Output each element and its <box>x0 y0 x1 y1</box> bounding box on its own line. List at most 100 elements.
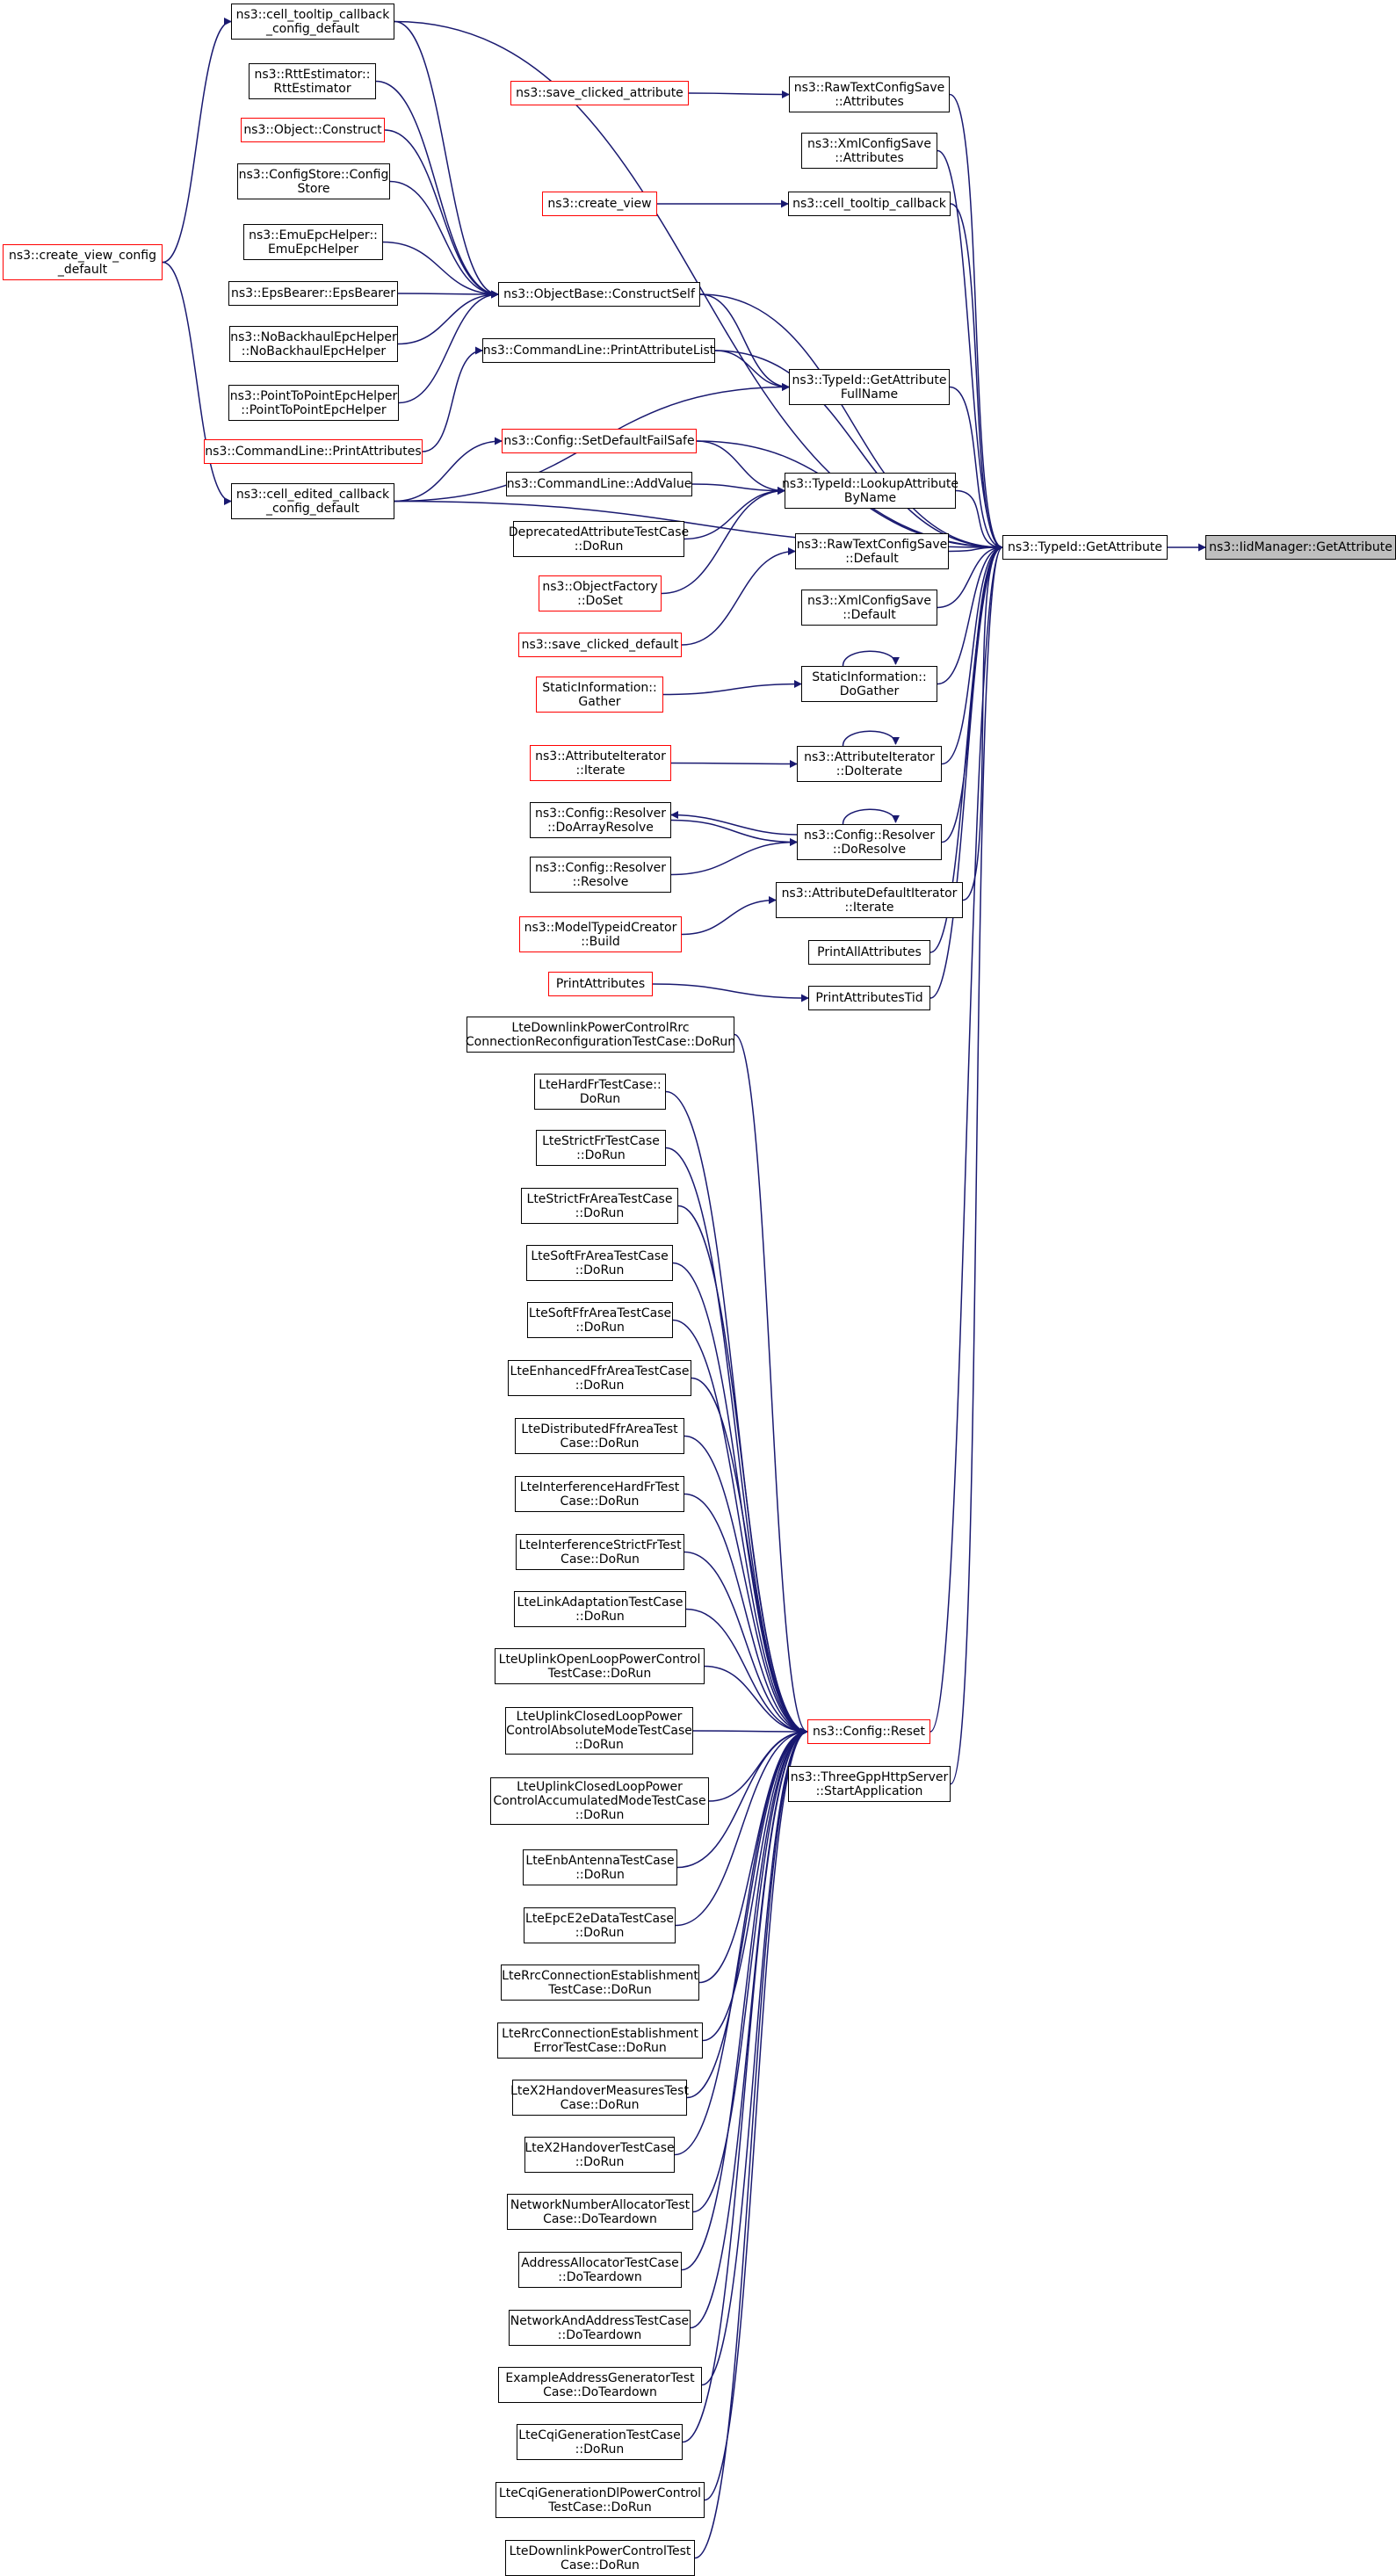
node-si_gather[interactable]: StaticInformation:: Gather <box>536 677 663 713</box>
node-ai_iter[interactable]: ns3::AttributeIterator ::Iterate <box>530 745 671 781</box>
node-t8[interactable]: LteDistributedFfrAreaTest Case::DoRun <box>515 1418 684 1454</box>
edge-t2-to-reset <box>665 1090 808 1736</box>
node-label: StaticInformation:: DoGather <box>812 669 927 698</box>
node-cvcd[interactable]: ns3::create_view_config _default <box>3 244 163 280</box>
node-datc[interactable]: DeprecatedAttributeTestCase ::DoRun <box>509 521 689 557</box>
node-rtcs_def[interactable]: ns3::RawTextConfigSave ::Default <box>795 533 949 569</box>
node-patid[interactable]: PrintAttributesTid <box>808 986 930 1010</box>
node-obcs[interactable]: ns3::ObjectBase::ConstructSelf <box>498 282 700 307</box>
node-t11[interactable]: LteLinkAdaptationTestCase ::DoRun <box>514 1591 686 1627</box>
edge-ctc-to-ga <box>950 203 1003 552</box>
node-label: DeprecatedAttributeTestCase ::DoRun <box>508 525 690 554</box>
node-label: ns3::TypeId::GetAttribute FullName <box>792 373 947 402</box>
node-ai_doiter[interactable]: ns3::AttributeIterator ::DoIterate <box>797 746 942 782</box>
node-t16[interactable]: LteEpcE2eDataTestCase ::DoRun <box>524 1907 676 1943</box>
node-t2[interactable]: LteHardFrTestCase:: DoRun <box>534 1074 666 1110</box>
node-ppeh[interactable]: ns3::PointToPointEpcHelper ::PointToPoin… <box>228 385 399 421</box>
edge-t11-to-reset <box>685 1608 808 1736</box>
node-pa[interactable]: PrintAttributes <box>548 972 653 996</box>
node-t26[interactable]: LteCqiGenerationDlPowerControl TestCase:… <box>495 2482 705 2518</box>
edge-sca-to-rtcs_attr <box>688 90 790 98</box>
node-label: ns3::cell_edited_callback _config_defaul… <box>235 487 390 516</box>
edge-clav-to-labn <box>691 483 785 495</box>
node-sdfs[interactable]: ns3::Config::SetDefaultFailSafe <box>502 429 697 453</box>
node-tghs[interactable]: ns3::ThreeGppHttpServer ::StartApplicati… <box>788 1766 951 1802</box>
node-ctc[interactable]: ns3::cell_tooltip_callback <box>788 192 951 216</box>
node-t21[interactable]: NetworkNumberAllocatorTest Case::DoTeard… <box>507 2194 693 2230</box>
node-clpal[interactable]: ns3::CommandLine::PrintAttributeList <box>482 338 715 363</box>
node-t9[interactable]: LteInterferenceHardFrTest Case::DoRun <box>515 1476 684 1512</box>
node-cv[interactable]: ns3::create_view <box>542 192 657 216</box>
node-t18[interactable]: LteRrcConnectionEstablishment ErrorTestC… <box>497 2022 703 2059</box>
node-t10[interactable]: LteInterferenceStrictFrTest Case::DoRun <box>516 1534 684 1570</box>
node-clav[interactable]: ns3::CommandLine::AddValue <box>506 472 692 496</box>
edge-ai_doiter-to-ga <box>941 543 1003 765</box>
node-labn[interactable]: ns3::TypeId::LookupAttribute ByName <box>782 473 958 509</box>
node-csc[interactable]: ns3::ConfigStore::Config Store <box>237 163 390 199</box>
node-t15[interactable]: LteEnbAntennaTestCase ::DoRun <box>523 1849 677 1885</box>
node-t24[interactable]: ExampleAddressGeneratorTest Case::DoTear… <box>498 2367 702 2403</box>
node-ctcd[interactable]: ns3::cell_tooltip_callback _config_defau… <box>231 4 394 40</box>
edge-patid-to-ga <box>929 543 1003 999</box>
node-ofds[interactable]: ns3::ObjectFactory ::DoSet <box>539 575 662 611</box>
node-scd[interactable]: ns3::save_clicked_default <box>518 633 682 657</box>
node-t6[interactable]: LteSoftFfrAreaTestCase ::DoRun <box>527 1302 673 1338</box>
node-xml_attr[interactable]: ns3::XmlConfigSave ::Attributes <box>801 133 937 169</box>
node-rtcs_attr[interactable]: ns3::RawTextConfigSave ::Attributes <box>789 76 950 112</box>
node-t1[interactable]: LteDownlinkPowerControlRrc ConnectionRec… <box>466 1017 735 1053</box>
node-sca[interactable]: ns3::save_clicked_attribute <box>510 81 689 105</box>
node-label: ns3::EpsBearer::EpsBearer <box>231 286 395 300</box>
node-xml_def[interactable]: ns3::XmlConfigSave ::Default <box>801 590 937 626</box>
node-cecd[interactable]: ns3::cell_edited_callback _config_defaul… <box>231 483 394 519</box>
node-adi_iter[interactable]: ns3::AttributeDefaultIterator ::Iterate <box>776 882 963 918</box>
node-label: ns3::Object::Construct <box>243 123 382 137</box>
node-t17[interactable]: LteRrcConnectionEstablishment TestCase::… <box>501 1965 699 2001</box>
node-label: LteX2HandoverMeasuresTest Case::DoRun <box>510 2083 689 2112</box>
node-clpa[interactable]: ns3::CommandLine::PrintAttributes <box>204 439 423 464</box>
edge-eeh-to-obcs <box>382 241 499 299</box>
node-si_dogather[interactable]: StaticInformation:: DoGather <box>801 666 937 702</box>
node-t14[interactable]: LteUplinkClosedLoopPower ControlAccumula… <box>490 1777 709 1825</box>
node-label: ns3::RttEstimator:: RttEstimator <box>254 67 371 96</box>
node-label: PrintAttributes <box>555 977 646 991</box>
node-t25[interactable]: LteCqiGenerationTestCase ::DoRun <box>517 2424 683 2460</box>
node-t20[interactable]: LteX2HandoverTestCase ::DoRun <box>524 2137 675 2173</box>
node-oc[interactable]: ns3::Object::Construct <box>241 118 385 142</box>
node-label: LteLinkAdaptationTestCase ::DoRun <box>517 1595 684 1624</box>
node-t13[interactable]: LteUplinkClosedLoopPower ControlAbsolute… <box>505 1707 693 1755</box>
node-t5[interactable]: LteSoftFrAreaTestCase ::DoRun <box>526 1245 673 1281</box>
node-t23[interactable]: NetworkAndAddressTestCase ::DoTeardown <box>509 2310 691 2346</box>
node-cr_res[interactable]: ns3::Config::Resolver ::Resolve <box>530 857 671 893</box>
node-t27[interactable]: LteDownlinkPowerControlTest Case::DoRun <box>505 2540 695 2576</box>
node-reset[interactable]: ns3::Config::Reset <box>807 1719 930 1744</box>
node-label: ns3::create_view <box>547 197 652 211</box>
edge-ebeb-to-obcs <box>397 290 499 299</box>
node-label: LteStrictFrTestCase ::DoRun <box>542 1133 660 1162</box>
node-label: LteDownlinkPowerControlTest Case::DoRun <box>509 2543 691 2572</box>
node-label: ns3::save_clicked_attribute <box>516 86 684 100</box>
node-t22[interactable]: AddressAllocatorTestCase ::DoTeardown <box>518 2252 682 2288</box>
node-t19[interactable]: LteX2HandoverMeasuresTest Case::DoRun <box>510 2080 689 2116</box>
node-label: LteHardFrTestCase:: DoRun <box>539 1077 662 1106</box>
edge-t24-to-reset <box>701 1727 808 2386</box>
node-paa[interactable]: PrintAllAttributes <box>808 940 930 965</box>
edge-csc-to-obcs <box>389 180 499 299</box>
node-t4[interactable]: LteStrictFrAreaTestCase ::DoRun <box>521 1188 678 1224</box>
node-nbeh[interactable]: ns3::NoBackhaulEpcHelper ::NoBackhaulEpc… <box>229 326 398 362</box>
node-rtte[interactable]: ns3::RttEstimator:: RttEstimator <box>249 63 376 99</box>
node-cr_doarr[interactable]: ns3::Config::Resolver ::DoArrayResolve <box>530 802 671 838</box>
node-label: ns3::AttributeIterator ::Iterate <box>535 749 666 778</box>
node-gafn[interactable]: ns3::TypeId::GetAttribute FullName <box>789 369 950 405</box>
node-t12[interactable]: LteUplinkOpenLoopPowerControl TestCase::… <box>495 1648 705 1684</box>
node-eeh[interactable]: ns3::EmuEpcHelper:: EmuEpcHelper <box>243 224 383 260</box>
node-ga[interactable]: ns3::TypeId::GetAttribute <box>1002 535 1168 560</box>
node-label: PrintAttributesTid <box>815 991 923 1005</box>
edge-t1-to-reset <box>734 1033 808 1736</box>
node-cr_dores[interactable]: ns3::Config::Resolver ::DoResolve <box>797 824 942 860</box>
node-mtc_build[interactable]: ns3::ModelTypeidCreator ::Build <box>519 916 682 952</box>
node-label: LteCqiGenerationTestCase ::DoRun <box>518 2428 681 2457</box>
node-t7[interactable]: LteEnhancedFfrAreaTestCase ::DoRun <box>508 1360 691 1396</box>
edge-cvcd-to-cecd <box>162 261 232 505</box>
node-ebeb[interactable]: ns3::EpsBearer::EpsBearer <box>228 281 398 306</box>
node-t3[interactable]: LteStrictFrTestCase ::DoRun <box>536 1130 666 1166</box>
